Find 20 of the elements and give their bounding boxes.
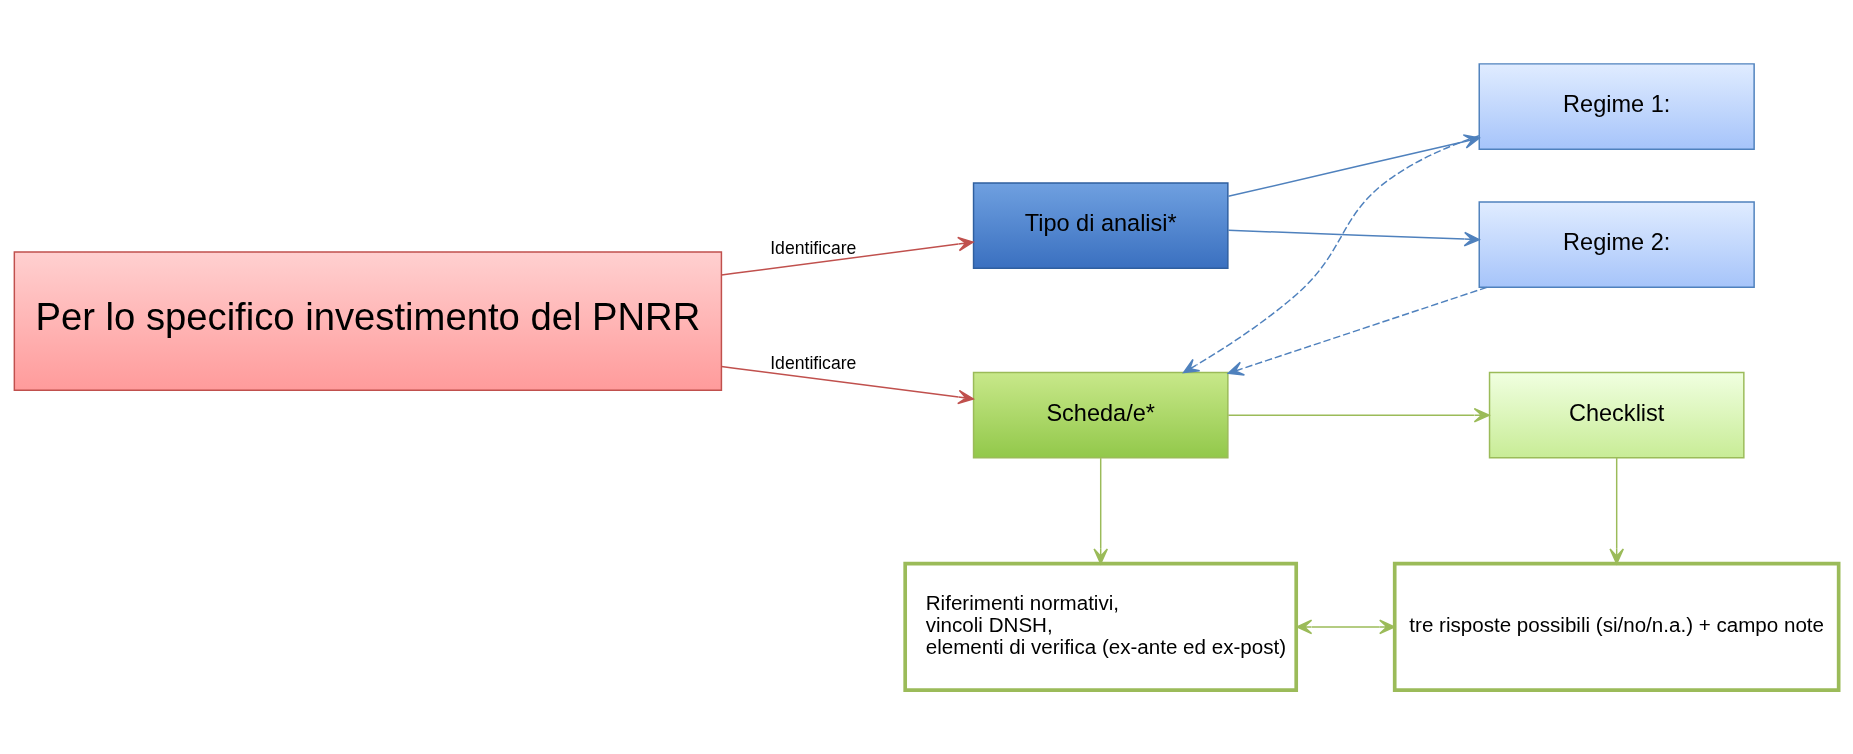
node-box: Regime 1:: [1478, 63, 1755, 150]
node-box: Riferimenti normativi, vincoli DNSH, elementi di verifica (ex-ante ed ex-post): [903, 561, 1299, 692]
edge-label: Identificare: [770, 238, 857, 259]
node-box: Scheda/e*: [972, 371, 1229, 459]
arrow: [1227, 229, 1480, 247]
arrow: [1182, 135, 1480, 374]
node-box: tre risposte possibili (si/no/n.a.) + campo note: [1392, 561, 1841, 692]
arrow: [1227, 286, 1488, 376]
arrow: [1093, 457, 1109, 565]
node-box: Regime 2:: [1478, 201, 1755, 289]
arrow: [720, 365, 974, 405]
node-box: Per lo specifico investimento del PNRR: [13, 251, 723, 391]
arrow: [1609, 457, 1625, 565]
arrow: [720, 236, 974, 276]
edge-label: Identificare: [770, 353, 857, 374]
node-box: Checklist: [1488, 371, 1745, 459]
arrow: [1296, 619, 1396, 635]
arrow: [1227, 407, 1490, 423]
arrow: [1227, 134, 1480, 198]
node-box: Tipo di analisi*: [972, 182, 1229, 269]
